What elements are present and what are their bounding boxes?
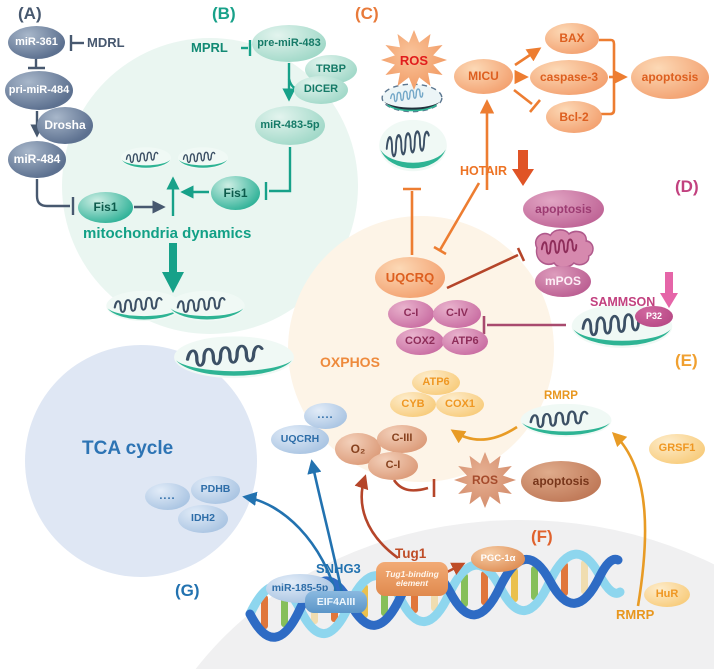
uqcrq-node: UQCRQ xyxy=(375,257,445,298)
eif4aiii-node: EIF4AIII xyxy=(305,591,367,613)
cyb-node: CYB xyxy=(390,392,436,417)
mprl-label: MPRL xyxy=(191,40,228,55)
sammson-label: SAMMSON xyxy=(590,295,656,309)
panel-label-c: (C) xyxy=(355,4,379,23)
idh2-node: IDH2 xyxy=(178,505,228,533)
cox2-node: COX2 xyxy=(396,328,444,355)
panel-label-f: (F) xyxy=(531,527,553,546)
mitochondrion-elongated xyxy=(172,334,296,380)
arrows-snhg3 xyxy=(242,459,345,601)
pgc-1a-node: PGC-1α xyxy=(471,546,525,572)
hotair-down-arrow xyxy=(512,150,534,186)
sammson-inhibition xyxy=(482,316,566,334)
panel-label-e: (E) xyxy=(675,351,698,370)
apoptosis-node-lower: apoptosis xyxy=(521,461,601,502)
atp6-gold-node: ATP6 xyxy=(412,370,460,395)
mpos-node: mPOS xyxy=(535,266,591,297)
arrows-panel-b xyxy=(162,40,305,293)
arrows-dark-red xyxy=(354,247,526,560)
fis1-left-node: Fis1 xyxy=(78,192,133,223)
panel-label-d: (D) xyxy=(675,177,699,196)
tca-dots-node: .... xyxy=(145,483,190,510)
p32-node: P32 xyxy=(635,306,673,327)
rmrp-bottom-label: RMRP xyxy=(616,607,655,622)
complex-iii-node: C-III xyxy=(377,425,427,453)
panel-label-g: (G) xyxy=(175,581,200,600)
atp6-pink-node: ATP6 xyxy=(442,328,488,355)
uqcrh-node: UQCRH xyxy=(271,425,329,454)
cox1-node: COX1 xyxy=(436,392,484,417)
uqcrh-dots-node: .... xyxy=(304,403,347,429)
oxphos-title: OXPHOS xyxy=(320,354,380,370)
snhg3-label: SNHG3 xyxy=(316,561,361,576)
pri-mir-484-node: pri-miR-484 xyxy=(5,71,73,110)
arrows-panel-a xyxy=(28,35,166,215)
mdrl-label: MDRL xyxy=(87,35,125,50)
tug1-binding-element-node: Tug1-binding element xyxy=(376,562,448,596)
bcl-2-node: Bcl-2 xyxy=(546,101,602,133)
pre-mir-483-node: pre-miR-483 xyxy=(252,25,326,62)
grsf1-node: GRSF1 xyxy=(649,434,705,464)
drosha-node: Drosha xyxy=(37,107,93,144)
tug1-label: Tug1 xyxy=(395,546,427,561)
tug1-pgc1a-arrow xyxy=(444,562,466,576)
mir-361-node: miR-361 xyxy=(8,26,65,59)
mir-484-node: miR-484 xyxy=(8,141,66,178)
mitochondrion-damaged-pink xyxy=(534,228,595,269)
complex-i-lower-node: C-I xyxy=(368,452,418,480)
mitochondrion-damaged-dashed xyxy=(381,83,443,113)
micu-node: MICU xyxy=(454,59,513,94)
apoptosis-node-d: apoptosis xyxy=(523,190,604,228)
panel-label-a: (A) xyxy=(18,4,42,23)
tca-cycle-title: TCA cycle xyxy=(82,438,174,459)
apoptosis-node-c: apoptosis xyxy=(631,56,709,99)
caspase-3-node: caspase-3 xyxy=(530,60,608,95)
complex-iv-node: C-IV xyxy=(433,300,481,328)
complex-i-node: C-I xyxy=(388,300,434,328)
zone-tca-cycle xyxy=(25,345,257,577)
panel-label-b: (B) xyxy=(212,4,236,23)
mitochondrion-fused-right xyxy=(168,289,246,323)
bax-node: BAX xyxy=(545,23,599,54)
mitochondrion-small-left xyxy=(120,146,172,170)
arrows-panel-c xyxy=(403,38,628,256)
hotair-label: HOTAIR xyxy=(460,164,507,178)
mitochondrion-rmrp xyxy=(519,402,613,439)
rmrp-mito-label: RMRP xyxy=(544,390,578,402)
dicer-node: DICER xyxy=(294,76,348,104)
hur-node: HuR xyxy=(644,582,690,607)
arrows-rmrp xyxy=(450,425,647,607)
mir-483-5p-node: miR-483-5p xyxy=(255,106,325,145)
sammson-down-arrow xyxy=(660,272,678,308)
fis1-right-node: Fis1 xyxy=(211,176,260,210)
mitochondrion-small-right xyxy=(177,146,229,170)
pdhb-node: PDHB xyxy=(191,476,240,504)
mitochondria-dynamics-title: mitochondria dynamics xyxy=(83,225,252,242)
mitochondrion-healthy xyxy=(378,118,448,173)
